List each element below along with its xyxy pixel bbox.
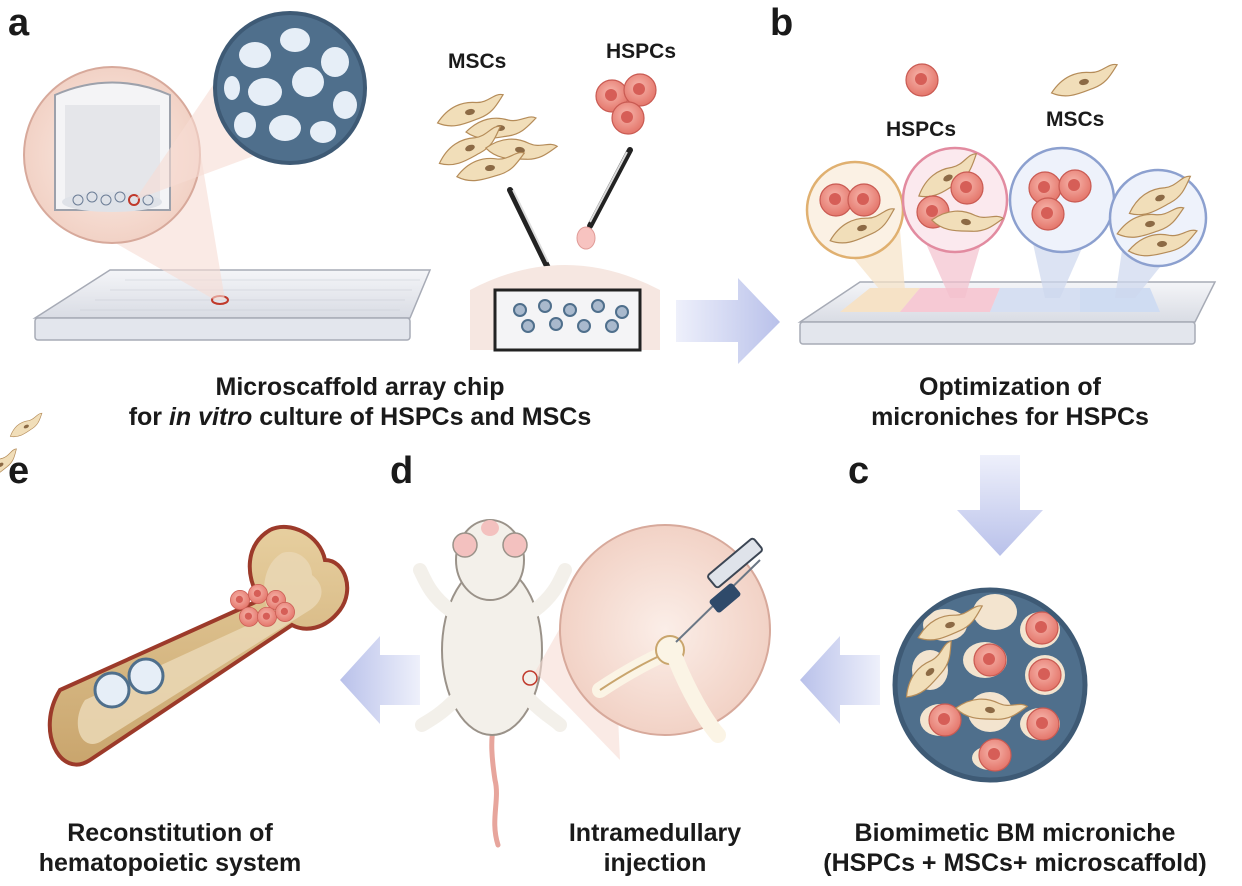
panel-letter-b: b (770, 2, 794, 44)
label-hspcs-a: HSPCs (606, 40, 677, 63)
caption-e: Reconstitution of hematopoietic system (20, 818, 320, 878)
well-a (470, 265, 660, 352)
arrow-d-to-e (340, 636, 420, 724)
hspc-cluster-a (595, 73, 657, 135)
panel-letter-a: a (8, 2, 30, 44)
caption-d-line1: Intramedullary (568, 819, 742, 847)
caption-b: Optimization of microniches for HSPCs (830, 372, 1190, 432)
microniche-c (892, 587, 1088, 783)
caption-c: Biomimetic BM microniche (HSPCs + MSCs+ … (795, 818, 1235, 878)
caption-d-line2: injection (603, 849, 707, 877)
chip-b (797, 63, 1217, 345)
caption-e-line1: Reconstitution of (67, 819, 273, 847)
injection-zoom-d (535, 524, 771, 760)
panel-letter-c: c (848, 450, 870, 492)
caption-b-line1: Optimization of (919, 373, 1101, 401)
chip-a (23, 11, 432, 341)
caption-a-line1: Microscaffold array chip (215, 373, 505, 401)
caption-c-line2: (HSPCs + MSCs+ microscaffold) (823, 849, 1207, 877)
label-mscs-b: MSCs (1046, 108, 1105, 131)
label-mscs-a: MSCs (448, 50, 507, 73)
label-hspcs-b: HSPCs (886, 118, 957, 141)
arrow-c-to-d (800, 636, 880, 724)
caption-a: Microscaffold array chip for in vitro cu… (80, 372, 640, 432)
caption-d: Intramedullary injection (545, 818, 765, 878)
bone-e (0, 412, 350, 767)
arrow-b-to-c (957, 455, 1043, 556)
mouse-d (413, 519, 572, 848)
panel-letter-e: e (8, 450, 30, 492)
caption-c-line1: Biomimetic BM microniche (854, 819, 1176, 847)
panel-letter-d: d (390, 450, 414, 492)
caption-a-line2: for in vitro culture of HSPCs and MSCs (128, 403, 592, 431)
caption-b-line2: microniches for HSPCs (871, 403, 1149, 431)
msc-cluster-a (433, 93, 558, 184)
caption-e-line2: hematopoietic system (38, 849, 302, 877)
arrow-a-to-b (676, 278, 780, 364)
